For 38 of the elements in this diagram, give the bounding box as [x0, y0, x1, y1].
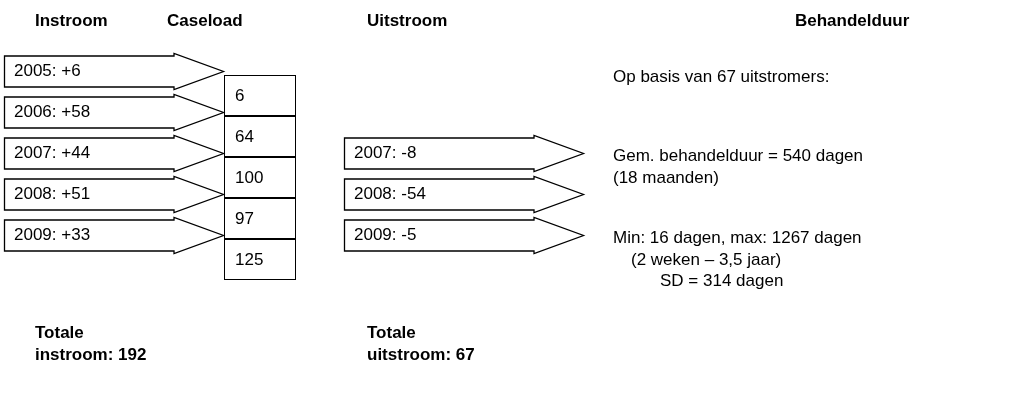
- caseload-value: 97: [234, 208, 255, 229]
- note-text: Op basis van 67 uitstromers:: [613, 66, 830, 88]
- pointed-tag-shape: [344, 176, 584, 213]
- column-heading: Instroom: [35, 10, 108, 32]
- caseload-box: [224, 75, 296, 116]
- total-text: Totale instroom: 192: [35, 322, 148, 366]
- tag-text: 2006: +58: [14, 102, 91, 122]
- column-heading: Caseload: [167, 10, 243, 32]
- total-text: Totale uitstroom: 67: [367, 322, 476, 366]
- caseload-value: 125: [234, 249, 265, 270]
- tag-text: 2009: -5: [354, 225, 417, 245]
- pointed-tag-shape: [4, 53, 224, 90]
- tag-text: 2009: +33: [14, 225, 91, 245]
- pointed-tag-shape: [4, 94, 224, 131]
- note-text: SD = 314 dagen: [660, 270, 784, 292]
- pointed-tag-shape: [4, 176, 224, 213]
- tag-text: 2008: +51: [14, 184, 91, 204]
- note-text: Gem. behandelduur = 540 dagen: [613, 145, 863, 167]
- tag-text: 2007: +44: [14, 143, 91, 163]
- pointed-tag-shape: [4, 217, 224, 254]
- pointed-tag-shape: [344, 217, 584, 254]
- column-heading: Behandelduur: [795, 10, 910, 32]
- caseload-box: [224, 239, 296, 280]
- pointed-tag-shape: [4, 135, 224, 172]
- caseload-value: 6: [234, 85, 246, 106]
- note-text: (18 maanden): [613, 167, 719, 189]
- column-heading: Uitstroom: [367, 10, 448, 32]
- tag-text: 2007: -8: [354, 143, 417, 163]
- caseload-box: [224, 198, 296, 239]
- caseload-box: [224, 116, 296, 157]
- note-text: (2 weken – 3,5 jaar): [631, 249, 782, 271]
- caseload-value: 64: [234, 126, 255, 147]
- tag-text: 2005: +6: [14, 61, 81, 81]
- caseload-box: [224, 157, 296, 198]
- pointed-tag-shape: [344, 135, 584, 172]
- caseload-value: 100: [234, 167, 265, 188]
- tag-text: 2008: -54: [354, 184, 426, 204]
- note-text: Min: 16 dagen, max: 1267 dagen: [613, 227, 862, 249]
